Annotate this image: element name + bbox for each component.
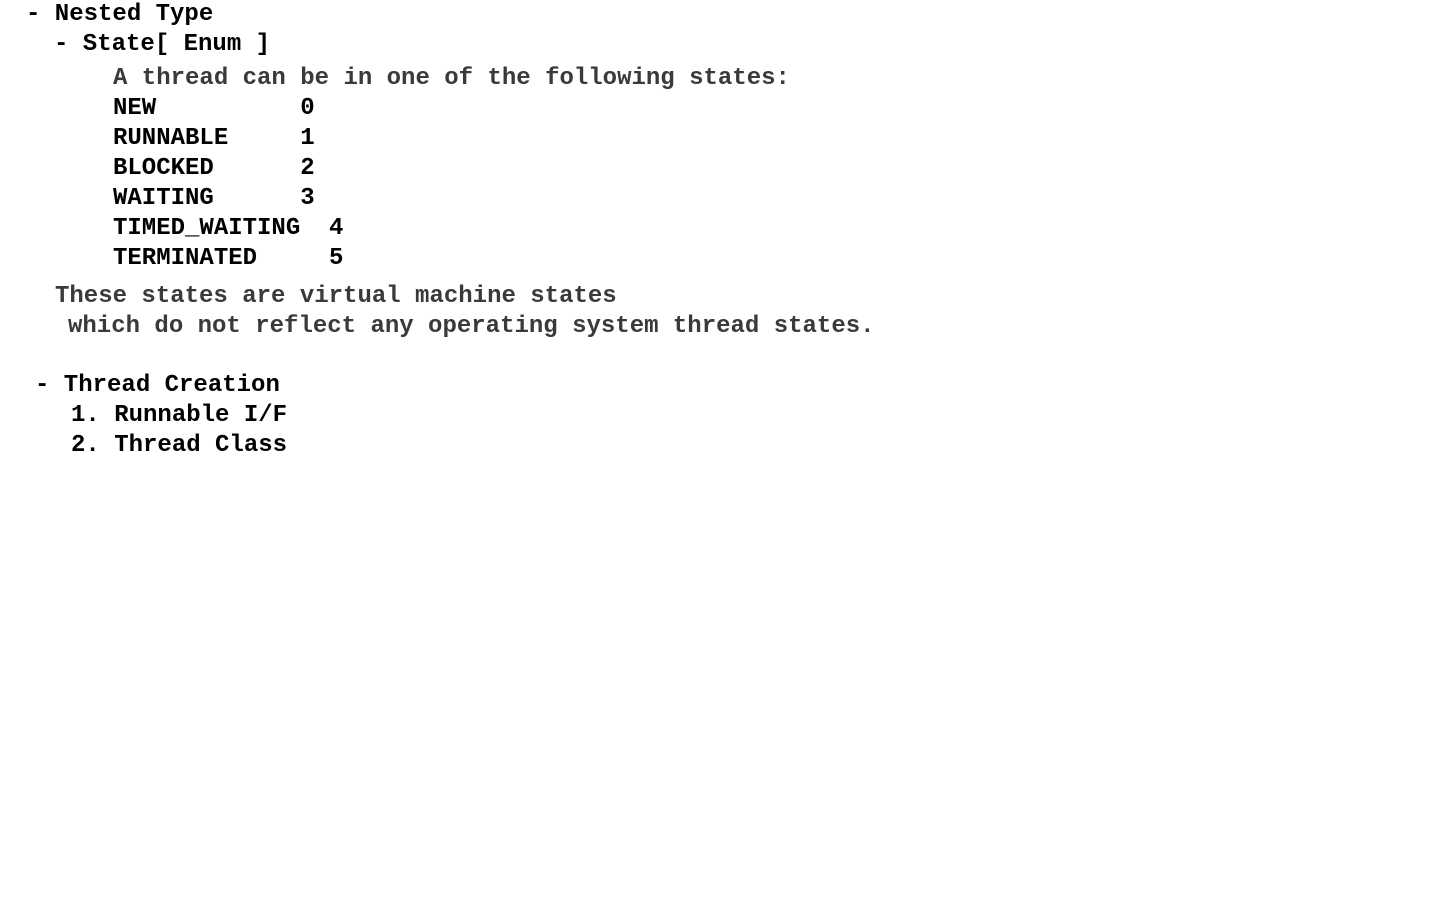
state-name: TIMED_WAITING (113, 215, 301, 242)
state-name: WAITING (113, 185, 214, 212)
list-item: 1. Runnable I/F (71, 402, 288, 429)
state-value: 0 (300, 95, 315, 122)
state-value: 3 (300, 185, 315, 212)
state-row: RUNNABLE 1 (113, 124, 315, 154)
vm-states-note-line1: These states are virtual machine states (55, 283, 617, 310)
state-row: NEW 0 (113, 94, 315, 124)
nested-type-heading: - Nested Type (26, 1, 214, 28)
state-row: TIMED_WAITING 4 (113, 214, 343, 244)
state-enum-heading: - State[ Enum ] (54, 31, 271, 58)
state-name: TERMINATED (113, 245, 258, 272)
state-value: 5 (329, 245, 344, 272)
state-name: BLOCKED (113, 155, 214, 182)
states-intro-text: A thread can be in one of the following … (113, 65, 790, 92)
state-value: 1 (300, 125, 315, 152)
state-name: RUNNABLE (113, 125, 229, 152)
vm-states-note-line2: which do not reflect any operating syste… (68, 313, 875, 340)
state-name: NEW (113, 95, 157, 122)
state-value: 2 (300, 155, 315, 182)
state-row: WAITING 3 (113, 184, 315, 214)
state-row: TERMINATED 5 (113, 244, 343, 274)
thread-creation-heading: - Thread Creation (35, 372, 280, 399)
state-row: BLOCKED 2 (113, 154, 315, 184)
state-value: 4 (329, 215, 344, 242)
list-item: 2. Thread Class (71, 432, 288, 459)
